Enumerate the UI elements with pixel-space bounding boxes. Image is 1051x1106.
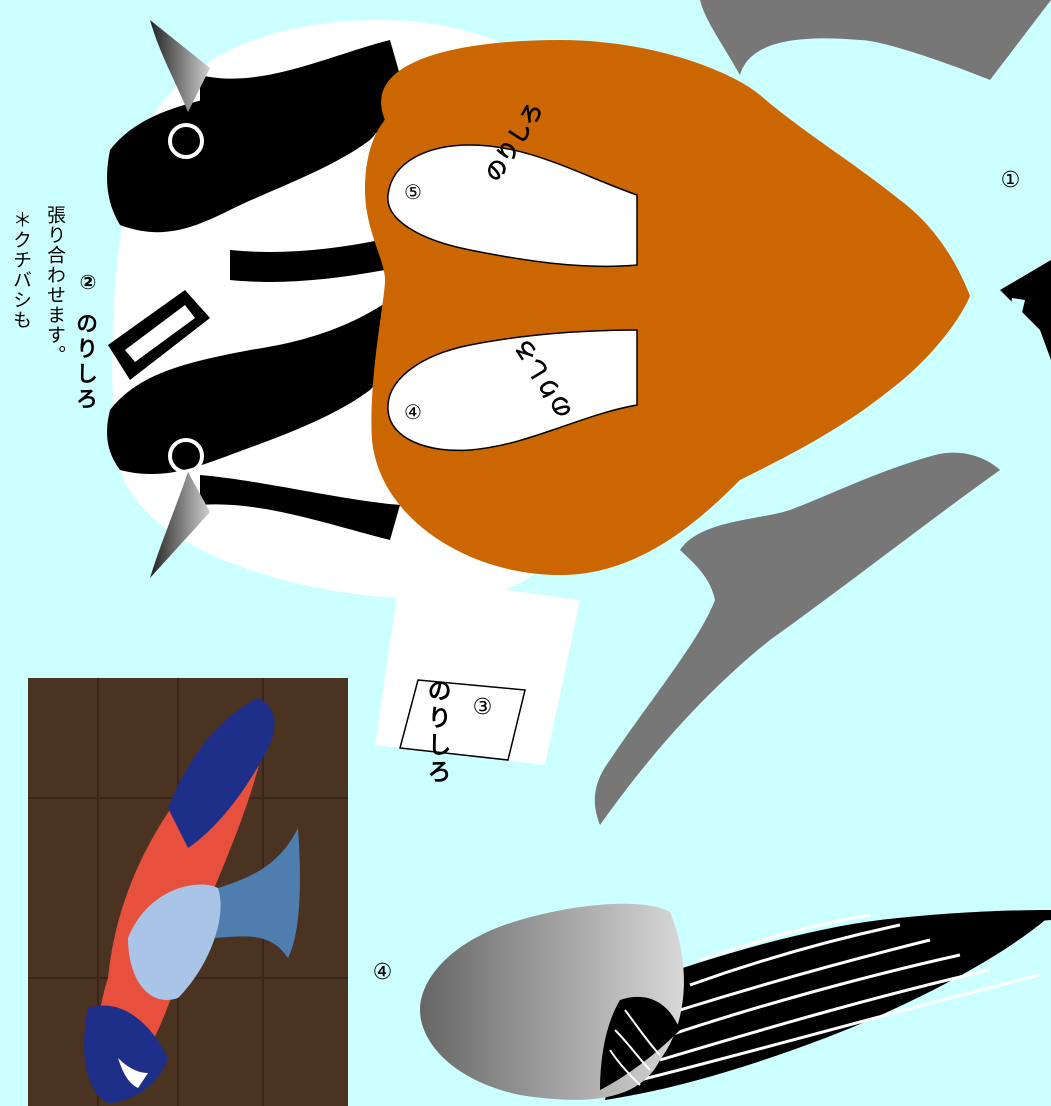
- glue-tab-4-number: ④: [404, 400, 422, 424]
- glue-tab-3-shape: [375, 575, 580, 765]
- glue-tab-2-number: ②: [76, 270, 100, 294]
- tail-part-number: ①: [998, 168, 1023, 193]
- wing-part-number: ④: [370, 960, 395, 985]
- glue-tab-5-number: ⑤: [404, 180, 422, 204]
- glue-tab-3-label: のりしろ: [423, 678, 451, 786]
- glue-tab-4-shape: [387, 329, 638, 452]
- finished-bird-photo: [28, 678, 348, 1106]
- note-line-1: ＊クチバシも: [10, 210, 32, 330]
- wing-part: [420, 903, 1051, 1100]
- glue-tab-5-shape: [387, 144, 638, 268]
- tail-part-1: [1000, 260, 1051, 360]
- glue-tab-2-shape: [108, 290, 210, 380]
- eyes: [168, 123, 204, 474]
- head-patterns: [107, 40, 400, 540]
- note-line-2: 張り合わせます。: [44, 205, 66, 365]
- beaks: [150, 20, 210, 578]
- glue-tab-3-number: ③: [470, 695, 495, 720]
- glue-tab-2-label: のりしろ: [72, 312, 97, 412]
- legs-part: [594, 0, 1051, 825]
